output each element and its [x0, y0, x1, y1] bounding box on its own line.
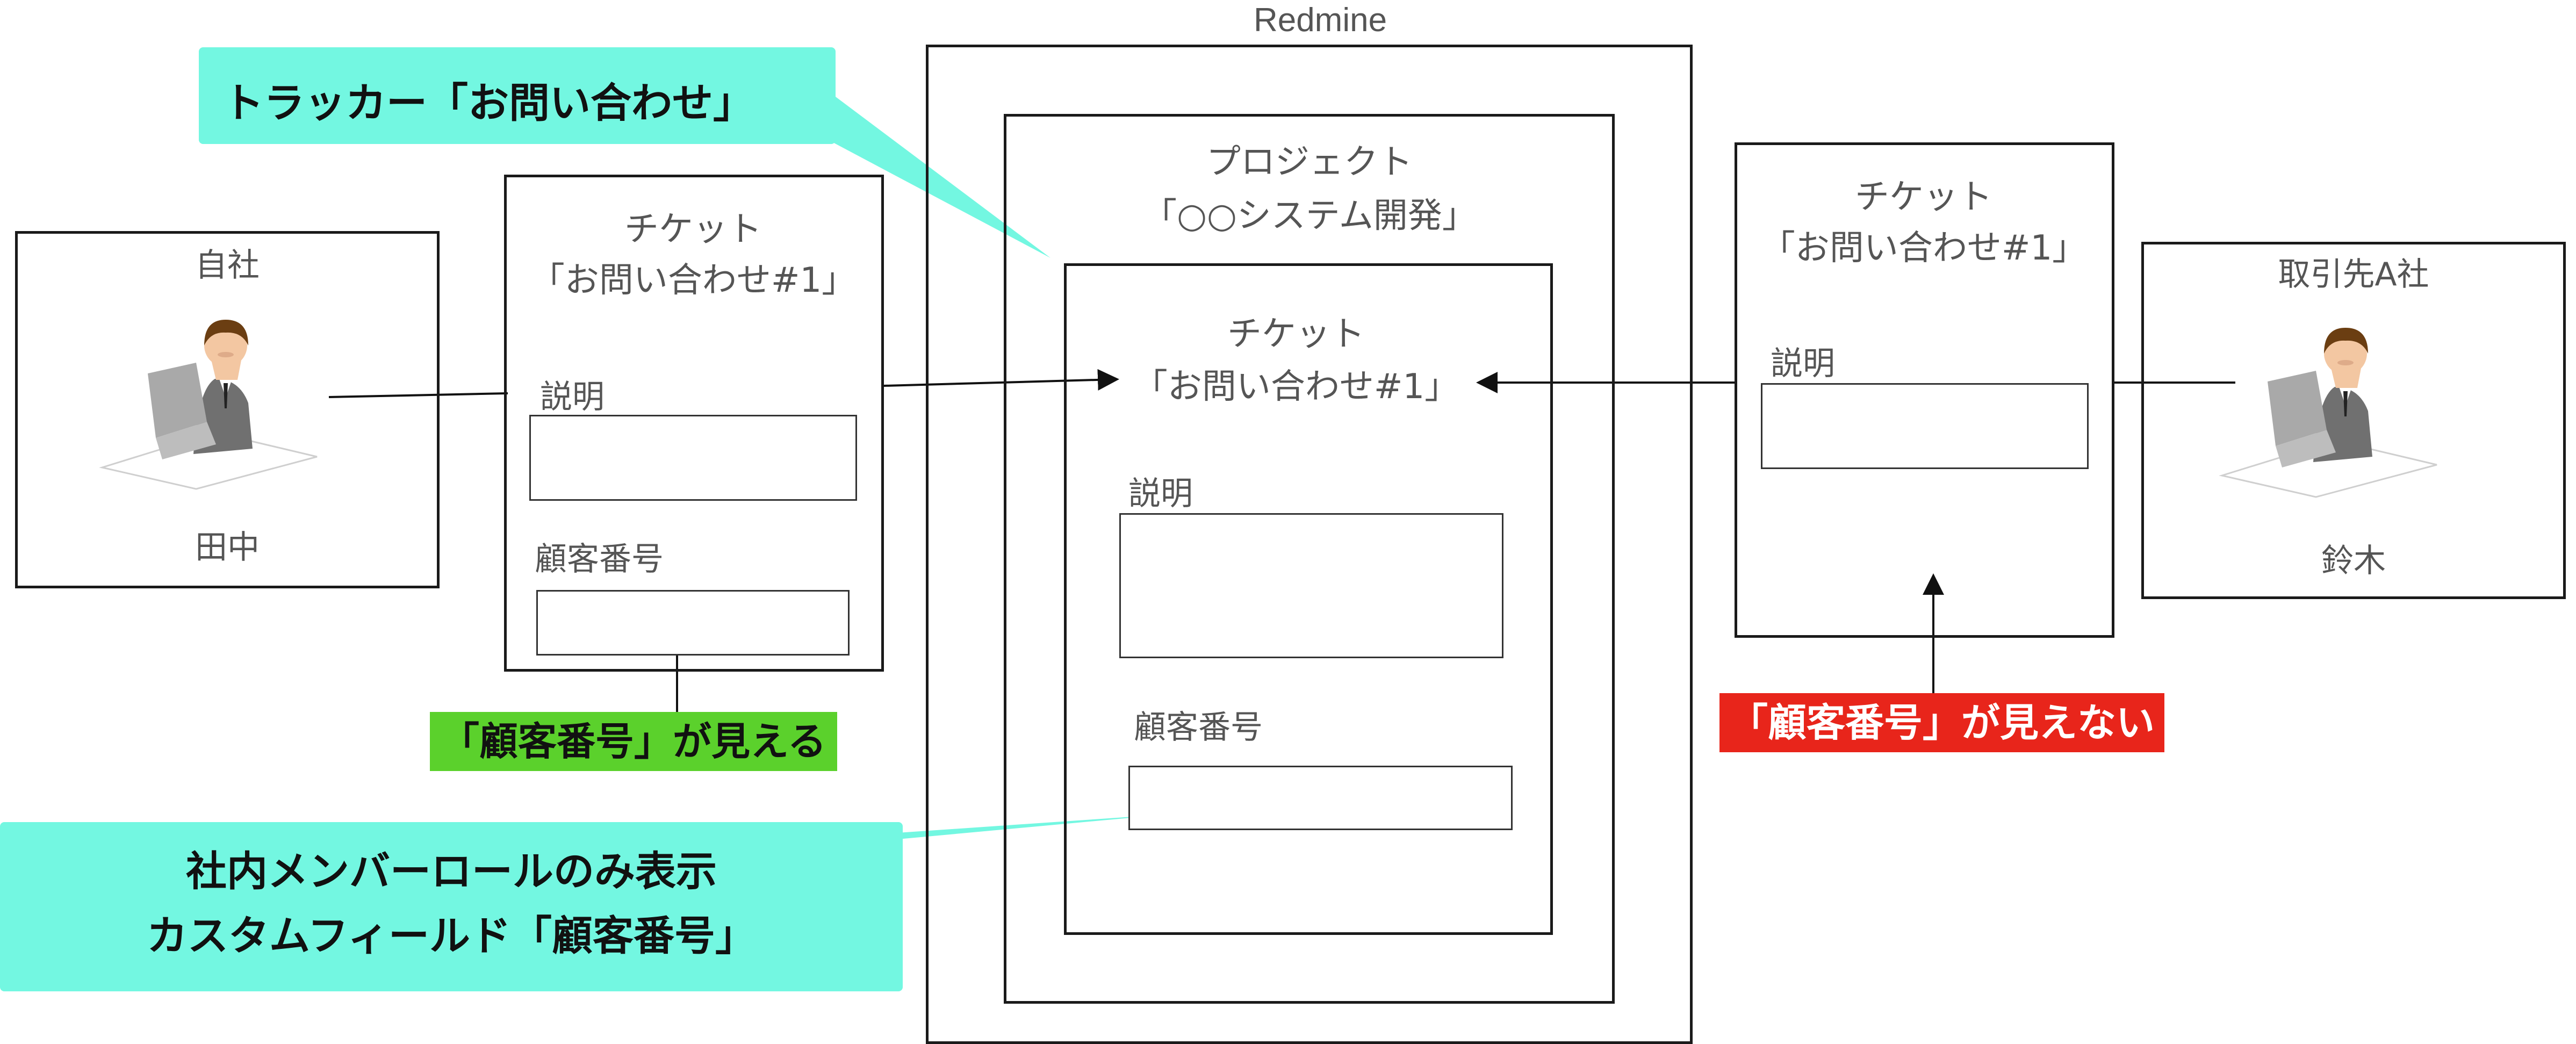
left-description-field: [529, 415, 857, 501]
own-company-label: 自社: [195, 247, 260, 284]
left-ticket: [504, 175, 884, 672]
center-description-field: [1119, 513, 1503, 658]
invisible-badge: 「顧客番号」が見えない: [1719, 693, 2165, 752]
client-company-box: [2141, 242, 2566, 599]
own-company-box: [15, 231, 440, 588]
center-customer-number-label: 顧客番号: [1134, 709, 1263, 746]
person-at-laptop-icon: [99, 320, 318, 490]
tracker-callout-text: トラッカー「お問い合わせ」: [223, 79, 754, 127]
redmine-label: Redmine: [1253, 2, 1387, 39]
right-ticket: [1735, 142, 2114, 638]
center-ticket-subtitle: 「お問い合わせ#1」: [1133, 367, 1459, 407]
center-ticket: [1064, 263, 1553, 935]
left-to-center-arrow: [883, 369, 1119, 391]
left-customer-number-label: 顧客番号: [535, 541, 664, 578]
person-at-laptop-icon: [2219, 328, 2437, 498]
center-customer-number-field: [1128, 766, 1513, 830]
own-to-ticket-line: [328, 392, 508, 398]
client-person-name: 鈴木: [2321, 542, 2386, 580]
tracker-callout: トラッカー「お問い合わせ」: [199, 47, 836, 144]
left-description-label: 説明: [540, 378, 605, 416]
project-name: 「○○システム開発」: [1142, 196, 1477, 236]
custom-field-callout-pointer: [897, 814, 1171, 839]
right-description-field: [1761, 383, 2089, 469]
client-company-label: 取引先A社: [2278, 256, 2429, 293]
right-description-label: 説明: [1771, 345, 1835, 383]
visible-badge: 「顧客番号」が見える: [430, 712, 837, 771]
center-description-label: 説明: [1128, 475, 1193, 513]
custom-field-callout-line1: 社内メンバーロールのみ表示: [186, 847, 717, 895]
project-container: [1004, 114, 1615, 1004]
custom-field-callout: 社内メンバーロールのみ表示 カスタムフィールド「顧客番号」: [0, 822, 903, 991]
center-ticket-title: チケット: [1227, 314, 1365, 354]
left-ticket-title: チケット: [624, 210, 762, 249]
right-ticket-title: チケット: [1855, 177, 1992, 217]
custom-field-callout-line2: カスタムフィールド「顧客番号」: [147, 912, 756, 960]
own-person-name: 田中: [195, 529, 260, 566]
left-customer-number-field: [536, 590, 850, 656]
project-title: プロジェクト: [1206, 142, 1413, 182]
right-ticket-subtitle: 「お問い合わせ#1」: [1760, 228, 2087, 268]
left-ticket-subtitle: 「お問い合わせ#1」: [530, 261, 857, 300]
